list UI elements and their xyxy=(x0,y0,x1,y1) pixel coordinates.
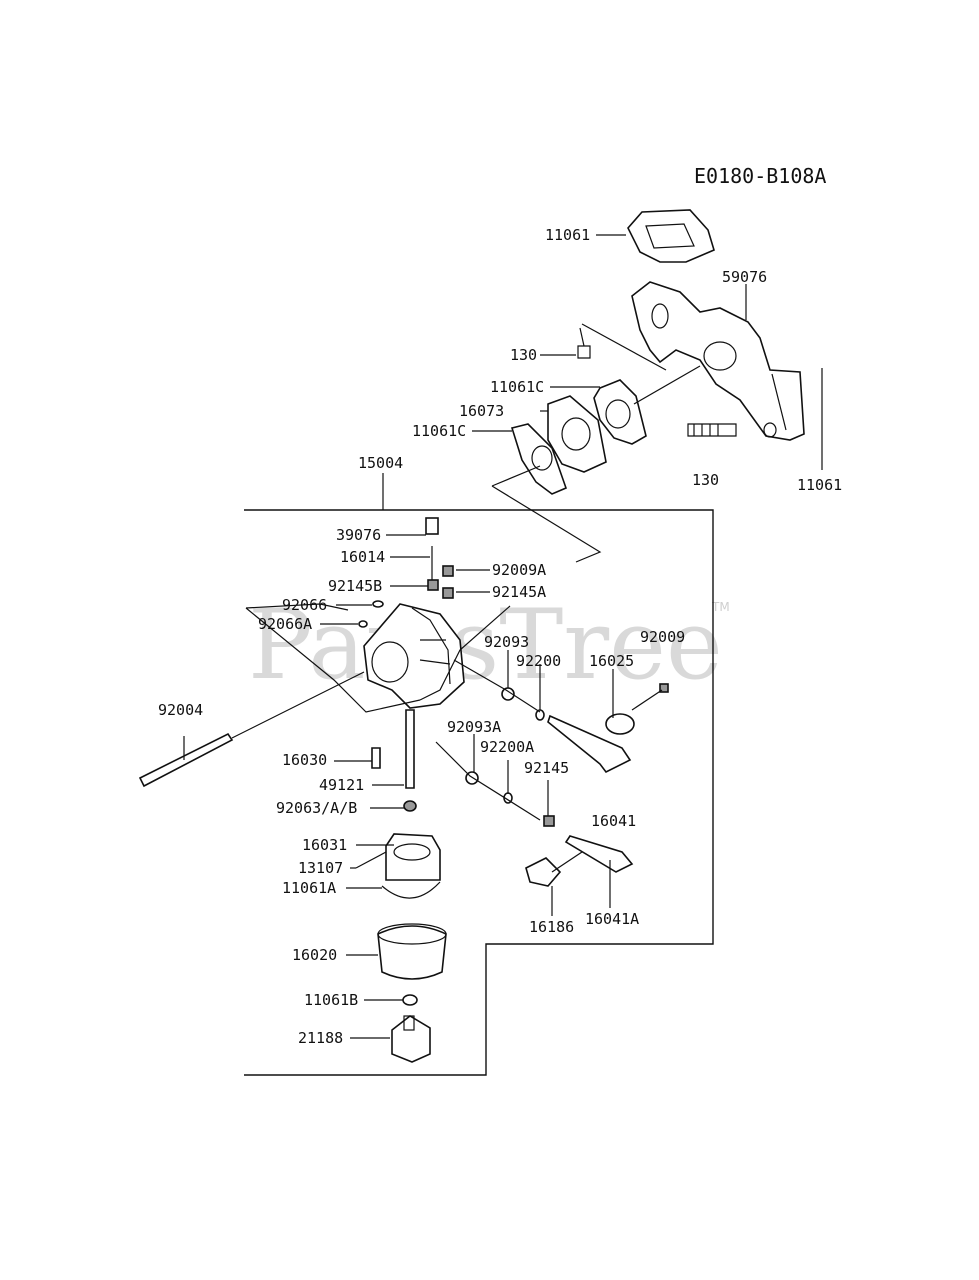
shaft-throttle xyxy=(547,714,632,774)
label-92009a: 92009A xyxy=(492,561,546,579)
gasket-11061c-lower xyxy=(510,423,568,495)
part-labels: 11061 59076 130 11061C 16073 11061C 1500… xyxy=(158,226,842,1047)
valve-16025 xyxy=(605,713,635,735)
intake-manifold-group xyxy=(491,209,805,563)
jet-16030 xyxy=(371,747,381,769)
nut-92145b xyxy=(427,579,439,591)
label-16030: 16030 xyxy=(282,751,327,769)
manifold-59076 xyxy=(631,281,805,441)
label-16186: 16186 xyxy=(529,918,574,936)
label-92200: 92200 xyxy=(516,652,561,670)
label-92145a: 92145A xyxy=(492,583,546,601)
label-92093: 92093 xyxy=(484,633,529,651)
bowl-16020 xyxy=(377,925,447,980)
screw-92009a xyxy=(442,565,454,577)
float-bowl-group xyxy=(355,833,447,1063)
label-13107: 13107 xyxy=(298,859,343,877)
label-59076: 59076 xyxy=(722,268,767,286)
label-21188: 21188 xyxy=(298,1029,343,1047)
label-92093a: 92093A xyxy=(447,718,501,736)
bolt-130-side xyxy=(687,423,737,437)
label-16020: 16020 xyxy=(292,946,337,964)
leader-lines xyxy=(320,234,823,1039)
label-130-side: 130 xyxy=(692,471,719,489)
carburetor-body-group xyxy=(138,517,669,887)
label-16031: 16031 xyxy=(302,836,347,854)
label-92063: 92063/A/B xyxy=(276,799,357,817)
label-39076: 39076 xyxy=(336,526,381,544)
watermark-trademark: TM xyxy=(711,600,730,614)
label-16014: 16014 xyxy=(340,548,385,566)
nut-92145a xyxy=(442,587,454,599)
cap-39076 xyxy=(425,517,439,535)
label-92066: 92066 xyxy=(282,596,327,614)
threaded-rod-92004 xyxy=(138,732,234,788)
label-92200a: 92200A xyxy=(480,738,534,756)
bolt-130-top xyxy=(577,327,591,359)
plate-16186 xyxy=(525,857,562,887)
spacer-16073 xyxy=(547,395,607,473)
watermark-text: PartsTree xyxy=(248,589,723,701)
screw-92009 xyxy=(659,683,669,693)
tube-49121 xyxy=(405,709,415,789)
label-92066a: 92066A xyxy=(258,615,312,633)
label-92004: 92004 xyxy=(158,701,203,719)
label-16025: 16025 xyxy=(589,652,634,670)
gasket-11061c-upper xyxy=(593,379,647,445)
label-92145: 92145 xyxy=(524,759,569,777)
shaft-choke-16041 xyxy=(564,835,634,873)
label-11061-top: 11061 xyxy=(545,226,590,244)
label-11061c-upper: 11061C xyxy=(490,378,544,396)
pin-13107 xyxy=(355,851,387,869)
gasket-11061a xyxy=(381,881,441,899)
assembly-boundary xyxy=(244,509,714,1076)
label-92145b: 92145B xyxy=(328,577,382,595)
label-92009: 92009 xyxy=(640,628,685,646)
oring-92066 xyxy=(372,600,384,608)
oring-92066a xyxy=(358,620,368,628)
label-16041a: 16041A xyxy=(585,910,639,928)
diagram-code: E0180-B108A xyxy=(694,164,826,188)
label-11061a: 11061A xyxy=(282,879,336,897)
label-11061-side: 11061 xyxy=(797,476,842,494)
label-16041: 16041 xyxy=(591,812,636,830)
oring-11061b xyxy=(402,994,418,1006)
washer-92063 xyxy=(403,800,417,812)
gasket-11061-top xyxy=(627,209,715,263)
solenoid-21188 xyxy=(391,1015,431,1063)
label-130-top: 130 xyxy=(510,346,537,364)
label-11061c-lower: 11061C xyxy=(412,422,466,440)
label-49121: 49121 xyxy=(319,776,364,794)
label-16073: 16073 xyxy=(459,402,504,420)
float-16031 xyxy=(385,833,441,881)
label-15004: 15004 xyxy=(358,454,403,472)
label-11061b: 11061B xyxy=(304,991,358,1009)
nut-92145 xyxy=(543,815,555,827)
